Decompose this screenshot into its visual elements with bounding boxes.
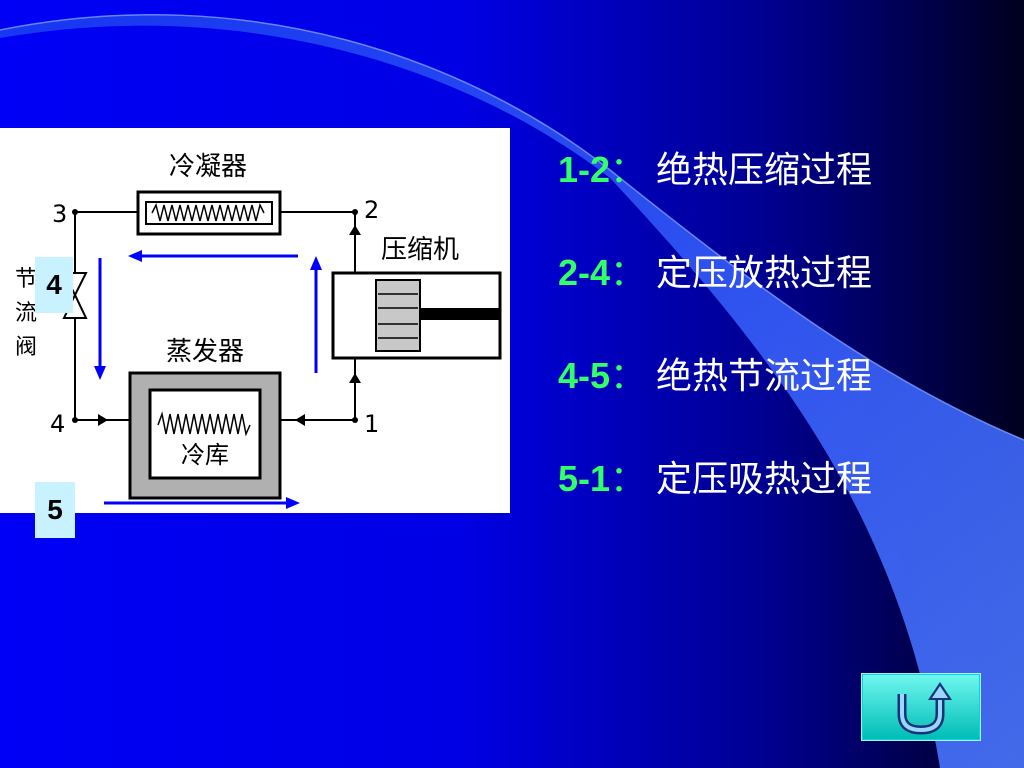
process-colon: ： — [610, 253, 647, 294]
node-1-dot — [352, 417, 358, 423]
process-item-2-4: 2-4：定压放热过程 — [558, 247, 998, 299]
flow-tick-left-1 — [295, 414, 305, 426]
process-item-4-5: 4-5：绝热节流过程 — [558, 350, 998, 402]
process-code: 1-2 — [558, 149, 611, 190]
process-colon: ： — [610, 150, 647, 191]
process-description: 绝热节流过程 — [656, 356, 873, 397]
evaporator-label: 蒸发器 — [166, 337, 244, 367]
node-label-4: 4 — [50, 410, 65, 438]
node-3-dot — [72, 209, 78, 215]
throttle-valve: 节 流 阀 — [15, 267, 88, 360]
node-4-dot — [72, 417, 78, 423]
compressor: 压缩机 — [331, 235, 502, 360]
node-label-1: 1 — [364, 410, 379, 438]
flow-arrowhead-top — [128, 250, 142, 262]
cold-storage-label: 冷库 — [181, 441, 229, 469]
process-code: 5-1 — [558, 458, 611, 499]
process-description: 定压吸热过程 — [656, 459, 873, 500]
condenser: 冷凝器 — [136, 152, 282, 236]
process-colon: ： — [610, 459, 647, 500]
process-list: 1-2：绝热压缩过程 2-4：定压放热过程 4-5：绝热节流过程 5-1：定压吸… — [558, 144, 998, 556]
state-marker-4: 4 — [35, 257, 73, 313]
throttle-label-2: 流 — [15, 301, 37, 326]
return-button[interactable] — [861, 673, 981, 741]
flow-tick-right-4 — [98, 414, 108, 426]
throttle-label-3: 阀 — [15, 335, 37, 360]
process-description: 定压放热过程 — [656, 253, 873, 294]
process-item-5-1: 5-1：定压吸热过程 — [558, 453, 998, 505]
evaporator: 冷库 蒸发器 — [128, 337, 282, 500]
state-marker-5: 5 — [35, 482, 75, 538]
flow-arrowhead-left — [94, 366, 106, 380]
u-turn-icon — [863, 675, 979, 739]
flow-tick-up-1 — [349, 373, 361, 383]
process-item-1-2: 1-2：绝热压缩过程 — [558, 144, 998, 196]
node-label-3: 3 — [52, 200, 67, 228]
node-2-dot — [352, 209, 358, 215]
throttle-label-1: 节 — [15, 267, 37, 292]
process-colon: ： — [610, 356, 647, 397]
process-code: 2-4 — [558, 252, 611, 293]
condenser-label: 冷凝器 — [169, 152, 247, 182]
node-label-2: 2 — [364, 196, 379, 224]
process-code: 4-5 — [558, 355, 611, 396]
flow-arrowhead-bottom — [286, 497, 300, 509]
flow-tick-up-2 — [349, 225, 361, 235]
process-description: 绝热压缩过程 — [656, 150, 873, 191]
compressor-label: 压缩机 — [381, 235, 459, 265]
flow-arrowhead-right — [310, 256, 322, 270]
refrigeration-cycle-diagram: 冷凝器 冷库 蒸发器 压缩机 节 流 阀 — [0, 128, 510, 513]
